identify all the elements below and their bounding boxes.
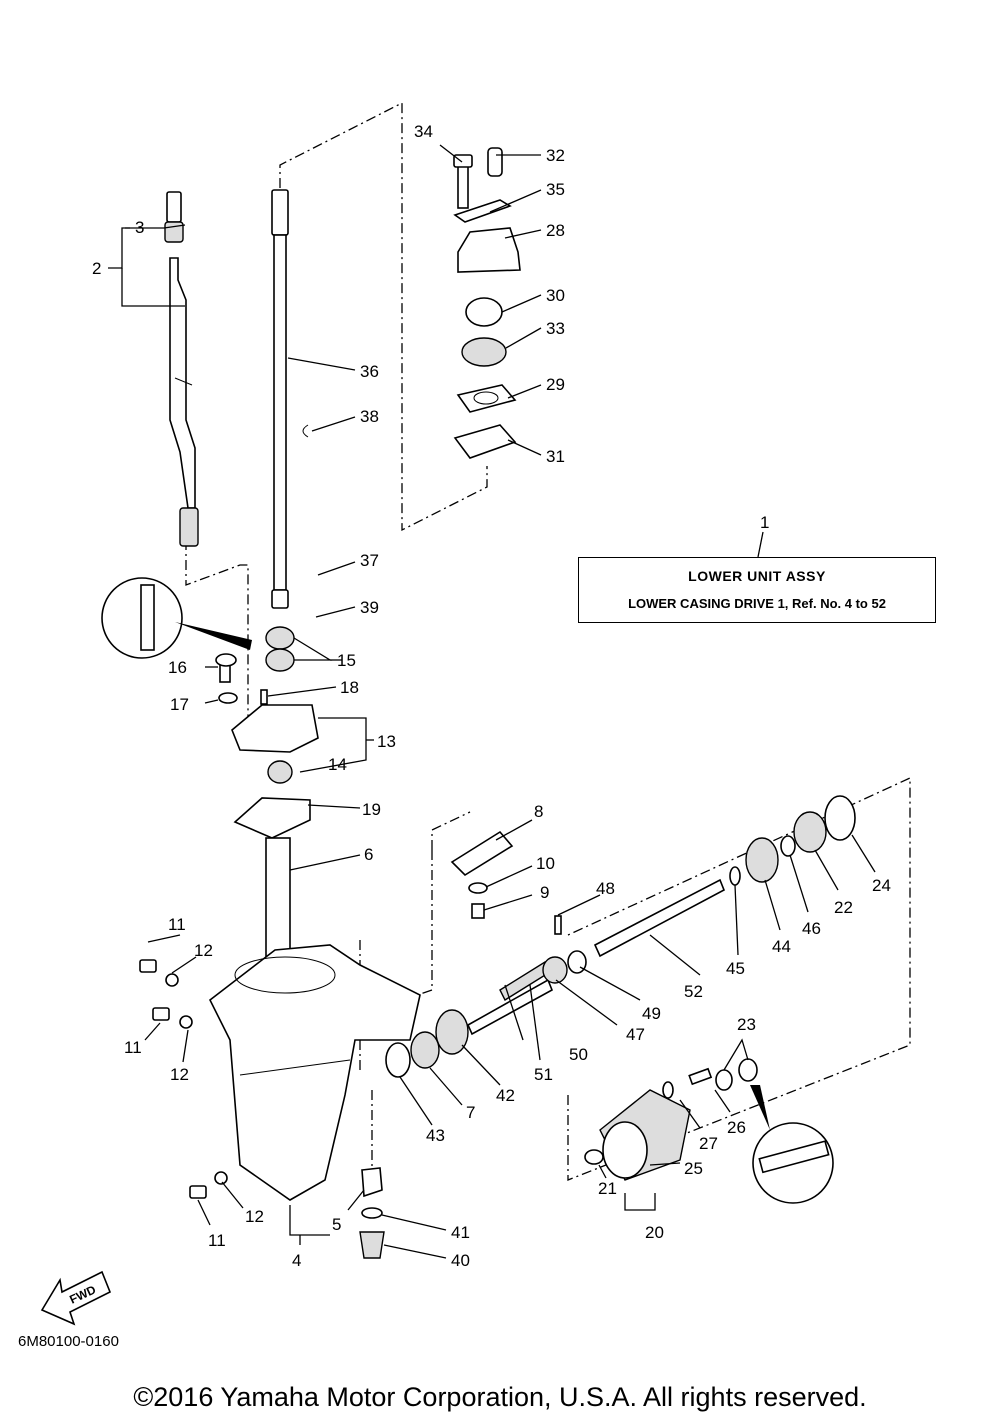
callout-label: 52	[684, 982, 703, 1001]
callout-label: 29	[546, 375, 565, 394]
callout-label: 7	[466, 1103, 475, 1122]
callout-label: 26	[727, 1118, 746, 1137]
leader-lines	[108, 144, 876, 1259]
fwd-arrow-icon: FWD	[40, 1270, 112, 1326]
callout-label: 49	[642, 1004, 661, 1023]
callout-label: 40	[451, 1251, 470, 1270]
callout-label: 30	[546, 286, 565, 305]
grease-callout-bottom	[750, 1085, 834, 1204]
callout-label: 39	[360, 598, 379, 617]
callout-label: 33	[546, 319, 565, 338]
callout-label: 25	[684, 1159, 703, 1178]
drive-shaft	[271, 189, 309, 609]
callout-label: 23	[737, 1015, 756, 1034]
callout-label: 34	[414, 122, 433, 141]
bearing-housing-parts	[584, 1058, 758, 1181]
callout-label: 51	[534, 1065, 553, 1084]
callout-label: 27	[699, 1134, 718, 1153]
callout-label: 36	[360, 362, 379, 381]
callout-label: 44	[772, 937, 791, 956]
callout-label: 46	[802, 919, 821, 938]
callout-label: 11	[208, 1231, 226, 1250]
title-ref-label: 1	[760, 513, 769, 532]
callout-label: 11	[124, 1038, 142, 1057]
callout-label: 28	[546, 221, 565, 240]
assembly-subtitle: LOWER CASING DRIVE 1, Ref. No. 4 to 52	[628, 596, 886, 611]
callout-label: 35	[546, 180, 565, 199]
callout-label: 4	[292, 1251, 301, 1270]
callout-label: 17	[170, 695, 189, 714]
callout-label: 15	[337, 651, 356, 670]
callout-label: 20	[645, 1223, 664, 1242]
assembly-title: LOWER UNIT ASSY	[688, 568, 826, 584]
callout-label: 6	[364, 845, 373, 864]
bearing-holder-parts	[215, 626, 319, 969]
callout-label: 38	[360, 407, 379, 426]
callout-label: 11	[168, 915, 186, 934]
callout-label: 16	[168, 658, 187, 677]
diagram-code: 6M80100-0160	[18, 1333, 119, 1350]
callout-label: 21	[598, 1179, 617, 1198]
callout-label: 5	[332, 1215, 341, 1234]
callout-label: 31	[546, 447, 565, 466]
callout-label: 24	[872, 876, 891, 895]
callout-label: 37	[360, 551, 379, 570]
callout-label: 12	[245, 1207, 264, 1226]
callout-label: 22	[834, 898, 853, 917]
lower-casing	[208, 944, 421, 1201]
callout-label: 32	[546, 146, 565, 165]
callout-label: 14	[328, 755, 347, 774]
callout-label: 9	[540, 883, 549, 902]
callout-labels: 2 3 4 5 6 7 8 9 10 11 11 11 12 12 12 13 …	[92, 122, 891, 1270]
callout-label: 19	[362, 800, 381, 819]
callout-label: 10	[536, 854, 555, 873]
water-pump-parts	[453, 147, 521, 459]
callout-label: 13	[377, 732, 396, 751]
callout-label: 18	[340, 678, 359, 697]
assembly-title-box: LOWER UNIT ASSY LOWER CASING DRIVE 1, Re…	[578, 557, 936, 623]
callout-label: 50	[569, 1045, 588, 1064]
shift-rod-assembly	[164, 191, 199, 547]
callout-label: 42	[496, 1086, 515, 1105]
copyright-notice: ©2016 Yamaha Motor Corporation, U.S.A. A…	[133, 1382, 867, 1412]
callout-label: 41	[451, 1223, 470, 1242]
callout-label: 47	[626, 1025, 645, 1044]
callout-label: 8	[534, 802, 543, 821]
callout-label: 48	[596, 879, 615, 898]
callout-label: 3	[135, 218, 144, 237]
callout-label: 2	[92, 259, 101, 278]
callout-label: 12	[194, 941, 213, 960]
grease-callout-top	[101, 577, 252, 659]
callout-label: 12	[170, 1065, 189, 1084]
misc-small-parts	[139, 830, 514, 1259]
callout-label: 45	[726, 959, 745, 978]
callout-label: 43	[426, 1126, 445, 1145]
